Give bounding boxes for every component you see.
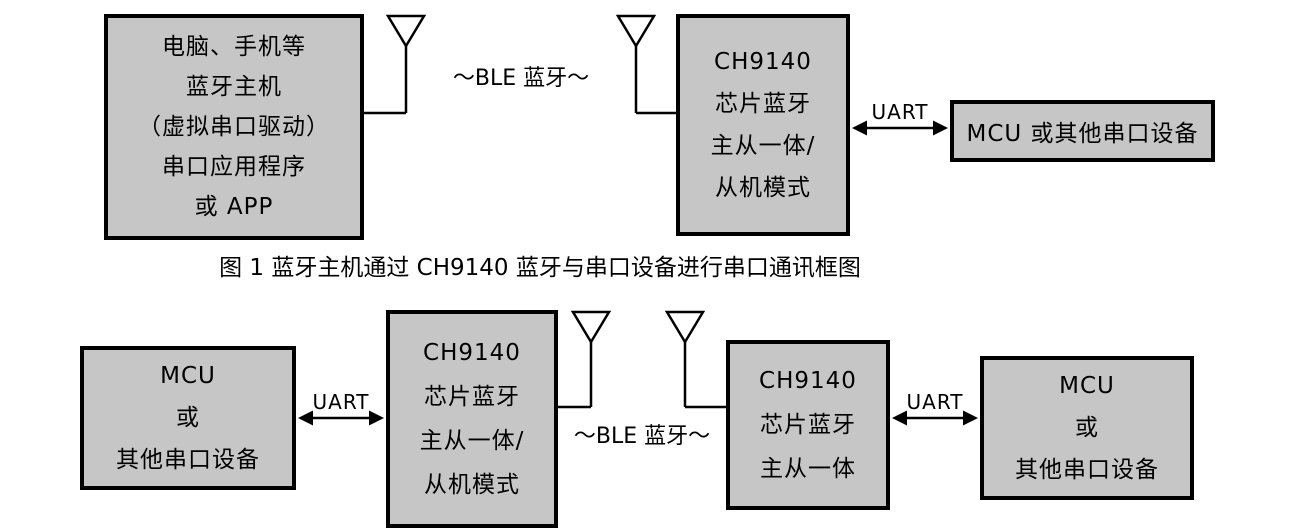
- figure1-caption: 图 1 蓝牙主机通过 CH9140 蓝牙与串口设备进行串口通讯框图: [219, 255, 861, 281]
- box-text-line: （虚拟串口驱动）: [138, 114, 330, 140]
- box-text-line: 芯片蓝牙: [715, 91, 811, 117]
- antenna-icon: [556, 310, 612, 409]
- antenna-icon: [664, 310, 728, 409]
- bluetooth-host-box: 电脑、手机等 蓝牙主机 （虚拟串口驱动） 串口应用程序 或 APP: [104, 14, 364, 240]
- box-text-line: MCU 或其他串口设备: [966, 121, 1199, 147]
- ch9140-slave-box: CH9140 芯片蓝牙 主从一体/ 从机模式: [676, 14, 850, 236]
- box-text-line: CH9140: [714, 49, 812, 75]
- box-text-line: 主从一体/: [710, 133, 816, 159]
- box-text-line: 从机模式: [424, 472, 520, 498]
- antenna-icon: [364, 14, 427, 115]
- box-text-line: 或: [176, 405, 200, 431]
- box-text-line: 芯片蓝牙: [760, 412, 856, 438]
- ble-link-label: ～BLE 蓝牙～: [452, 66, 590, 91]
- box-text-line: 或: [1075, 415, 1099, 441]
- box-text-line: 串口应用程序: [162, 154, 306, 180]
- uart-label: UART: [906, 390, 964, 414]
- box-text-line: 蓝牙主机: [186, 74, 282, 100]
- box-text-line: CH9140: [423, 340, 521, 366]
- box-text-line: 从机模式: [715, 175, 811, 201]
- box-text-line: MCU: [160, 363, 216, 389]
- box-text-line: 或 APP: [194, 194, 274, 220]
- ble-link-label: ～BLE 蓝牙～: [573, 424, 711, 449]
- ch9140-master-box: CH9140 芯片蓝牙 主从一体: [726, 340, 890, 510]
- box-text-line: 其他串口设备: [116, 447, 260, 473]
- uart-label: UART: [312, 390, 370, 414]
- box-text-line: 其他串口设备: [1015, 457, 1159, 483]
- box-text-line: 电脑、手机等: [162, 34, 306, 60]
- mcu-serial-box: MCU 或其他串口设备: [950, 100, 1215, 162]
- box-text-line: MCU: [1059, 373, 1115, 399]
- mcu-right-box: MCU 或 其他串口设备: [980, 356, 1194, 500]
- box-text-line: 主从一体/: [419, 428, 525, 454]
- antenna-icon: [615, 14, 678, 115]
- mcu-left-box: MCU 或 其他串口设备: [80, 346, 296, 490]
- box-text-line: 主从一体: [760, 456, 856, 482]
- ch9140-master-slave-box: CH9140 芯片蓝牙 主从一体/ 从机模式: [386, 310, 558, 528]
- box-text-line: 芯片蓝牙: [424, 384, 520, 410]
- box-text-line: CH9140: [759, 368, 857, 394]
- uart-label: UART: [871, 100, 929, 124]
